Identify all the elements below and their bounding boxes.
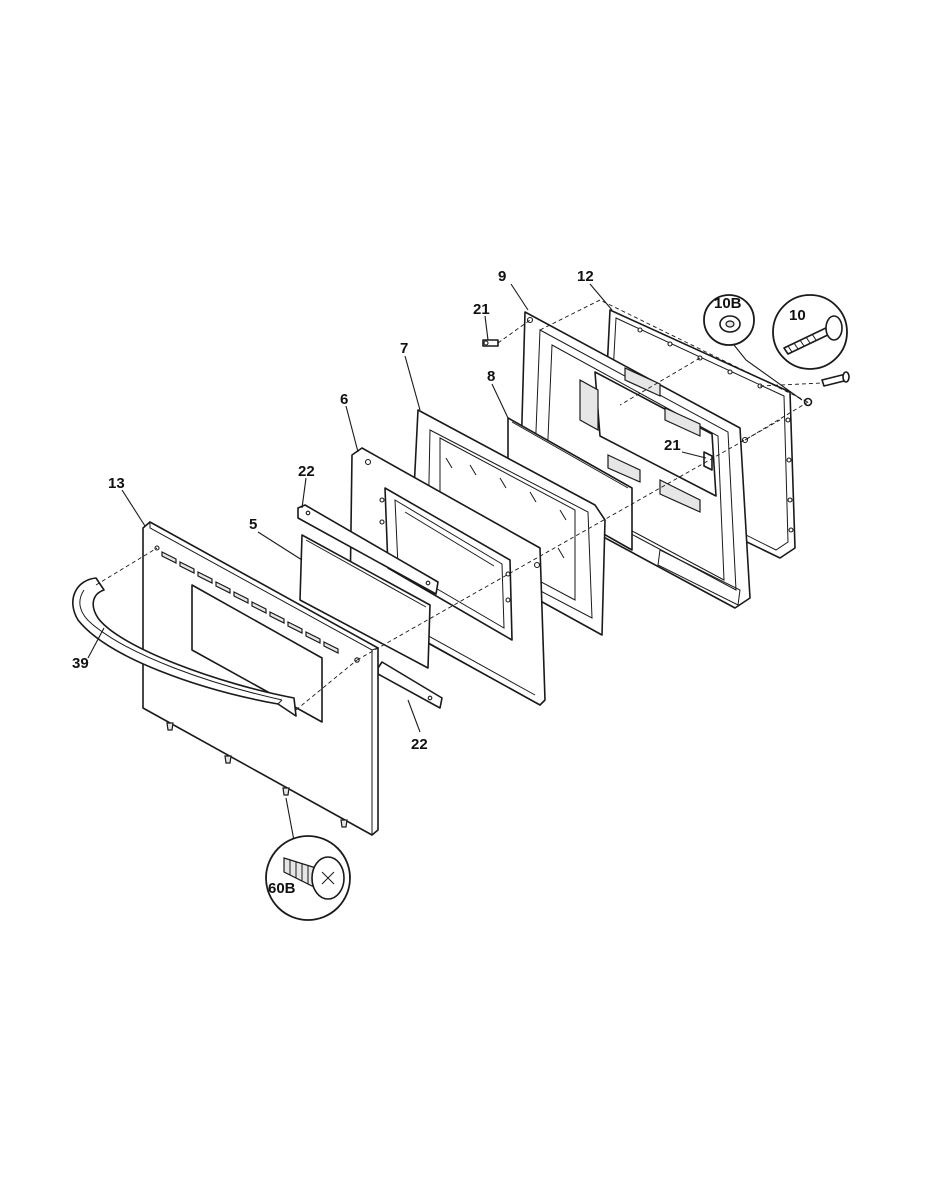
- label-part-60b: 60B: [268, 880, 296, 897]
- alignment-lines: [95, 299, 823, 711]
- part-10-bolt-small: [803, 371, 850, 407]
- label-part-21-right: 21: [664, 437, 681, 454]
- part-22-retainer-bottom: [377, 661, 443, 709]
- label-part-13: 13: [108, 475, 125, 492]
- leader-lines: [87, 283, 803, 847]
- label-part-22-bottom: 22: [411, 736, 428, 753]
- part-22-retainer-top: [297, 504, 439, 595]
- part-6-door-frame: [349, 447, 546, 706]
- label-part-10b: 10B: [714, 295, 742, 312]
- label-part-5: 5: [249, 516, 257, 533]
- label-part-6: 6: [340, 391, 348, 408]
- part-labels: 9 12 21 10B 10 7 8 6 21 22 13 5 39 22 60…: [72, 268, 806, 897]
- part-39-handle: [72, 577, 297, 717]
- callout-10-bolt: [772, 294, 848, 370]
- part-21-clip-right: [703, 451, 713, 471]
- part-9-inner-liner: [519, 311, 751, 609]
- label-part-12: 12: [577, 268, 594, 285]
- part-13-outer-door: [142, 521, 379, 836]
- callout-60b-screw: [265, 835, 351, 921]
- label-part-9: 9: [498, 268, 506, 285]
- part-21-clip-top: [482, 339, 499, 347]
- label-part-8: 8: [487, 368, 495, 385]
- part-60b-screws: [166, 722, 348, 828]
- label-part-22-top: 22: [298, 463, 315, 480]
- label-part-39: 39: [72, 655, 89, 672]
- callout-10b-washer: [703, 294, 755, 346]
- label-part-21-top: 21: [473, 301, 490, 318]
- label-part-7: 7: [400, 340, 408, 357]
- part-5-front-glass: [299, 534, 431, 669]
- label-part-10: 10: [789, 307, 806, 324]
